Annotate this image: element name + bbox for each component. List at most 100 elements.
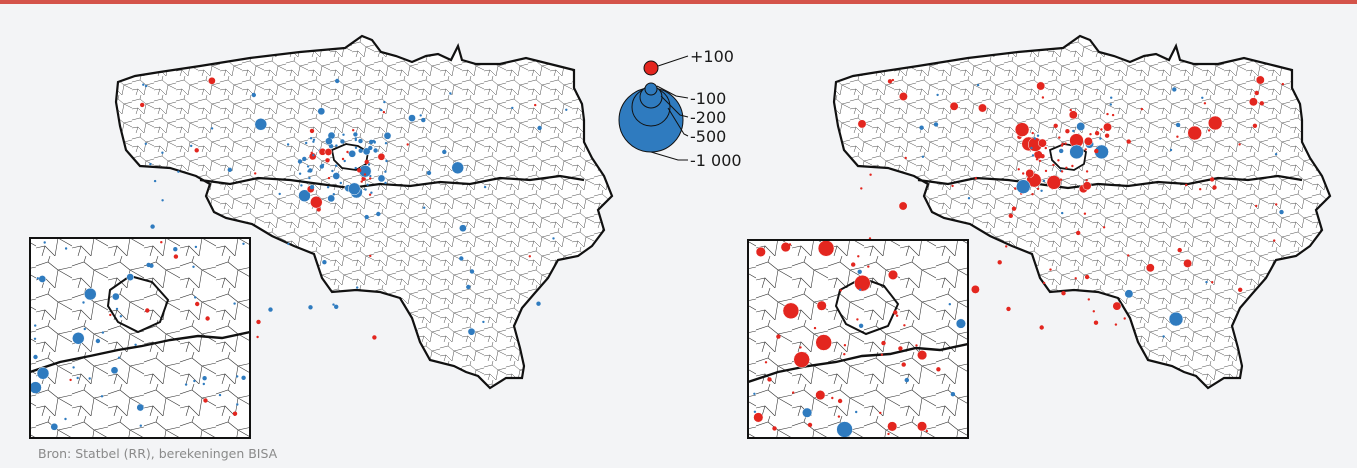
inset-bubble-left xyxy=(173,247,178,252)
bubble-right xyxy=(1083,212,1087,215)
inset-bubble-right xyxy=(879,411,882,415)
inset-left-content xyxy=(30,238,250,438)
inset-bubble-left xyxy=(72,332,85,345)
bubble-left xyxy=(309,128,315,134)
bubble-right xyxy=(1106,112,1109,116)
inset-bubble-right xyxy=(955,318,966,329)
inset-bubble-right xyxy=(772,426,777,431)
bubble-left xyxy=(298,172,302,175)
bubble-right xyxy=(1094,131,1100,136)
bubble-left xyxy=(354,138,357,142)
bubble-left xyxy=(353,132,358,137)
bubble-right xyxy=(1162,335,1165,338)
inset-bubble-left xyxy=(194,245,198,249)
bubble-left xyxy=(332,193,335,196)
bubble-right xyxy=(1252,123,1258,128)
bubble-right xyxy=(1145,263,1155,273)
bubble-left xyxy=(308,176,311,180)
bubble-right xyxy=(1075,141,1078,145)
inset-bubble-right xyxy=(936,367,941,372)
bubble-right xyxy=(1016,179,1031,194)
bubble-left xyxy=(335,164,338,167)
inset-bubble-right xyxy=(843,344,847,347)
bubble-left xyxy=(467,327,476,336)
bubble-right xyxy=(1036,187,1040,190)
inset-bubble-right xyxy=(880,353,884,356)
bubble-right xyxy=(1076,230,1081,236)
inset-bubble-left xyxy=(69,378,72,382)
inset-bubble-left xyxy=(38,275,47,283)
bubble-right xyxy=(1099,137,1102,140)
bubble-right xyxy=(1238,287,1243,292)
bubble-right xyxy=(1031,131,1034,135)
bubble-right xyxy=(1014,122,1030,137)
bubble-right xyxy=(1040,154,1045,159)
bubble-left xyxy=(537,125,542,131)
bubble-right xyxy=(1185,183,1188,187)
inset-bubble-right xyxy=(887,269,899,280)
inset-bubble-right xyxy=(887,421,898,432)
legend-label-plus100: +100 xyxy=(690,47,734,66)
inset-bubble-right xyxy=(836,421,853,438)
bubble-right xyxy=(1031,193,1034,196)
inset-bubble-left xyxy=(195,301,200,307)
bubble-left xyxy=(348,149,357,158)
bubble-left xyxy=(356,286,359,289)
inset-bubble-left xyxy=(203,398,208,403)
bubble-left xyxy=(384,181,387,185)
bubble-left xyxy=(449,92,452,95)
bubble-left xyxy=(383,131,392,140)
inset-bubble-right xyxy=(857,269,862,274)
bubble-right xyxy=(1060,170,1064,173)
bubble-left xyxy=(421,117,426,123)
inset-bubble-left xyxy=(126,273,135,281)
bubble-left xyxy=(310,195,323,209)
inset-bubble-left xyxy=(236,375,239,378)
bubble-left xyxy=(552,237,555,240)
inset-bubble-right xyxy=(950,392,956,397)
bubble-left xyxy=(406,143,409,146)
inset-bubble-right xyxy=(881,340,886,346)
inset-bubble-right xyxy=(764,361,768,364)
inset-bubble-right xyxy=(893,310,898,315)
bubble-left xyxy=(368,145,373,151)
bubble-left xyxy=(278,192,281,196)
bubble-left xyxy=(287,242,290,246)
bubble-left xyxy=(308,305,313,310)
bubble-left xyxy=(362,147,371,156)
inset-bubble-left xyxy=(136,403,145,412)
inset-bubble-left xyxy=(205,316,210,321)
inset-bubble-left xyxy=(119,315,123,318)
bubble-left xyxy=(334,304,339,309)
bubble-left xyxy=(286,143,290,146)
bubble-right xyxy=(1033,137,1037,140)
bubble-left xyxy=(322,260,327,265)
bubble-right xyxy=(1022,172,1025,175)
bubble-right xyxy=(1071,164,1074,168)
bubble-right xyxy=(869,173,872,176)
inset-bubble-right xyxy=(780,242,791,253)
inset-bubble-left xyxy=(43,241,46,244)
bubble-left xyxy=(366,183,369,186)
bubble-left xyxy=(385,159,388,163)
bubble-right xyxy=(1065,166,1068,169)
inset-bubble-right xyxy=(798,356,802,359)
inset-bubble-right xyxy=(917,350,928,361)
bubble-left xyxy=(358,148,363,153)
bubble-right xyxy=(1064,142,1067,145)
inset-bubble-right xyxy=(915,344,918,347)
bubble-left xyxy=(194,148,199,153)
top-accent-rule xyxy=(0,0,1357,4)
bubble-right xyxy=(1201,96,1204,100)
bubble-right xyxy=(1072,129,1075,133)
inset-bubble-right xyxy=(925,429,928,433)
bubble-right xyxy=(1044,169,1048,173)
inset-bubble-right xyxy=(843,353,846,356)
bubble-left xyxy=(302,156,307,162)
inset-bubble-left xyxy=(110,366,119,375)
bubble-right xyxy=(1205,280,1208,284)
bubble-left xyxy=(383,100,386,104)
bubble-left xyxy=(451,161,464,175)
bubble-left xyxy=(377,174,386,183)
